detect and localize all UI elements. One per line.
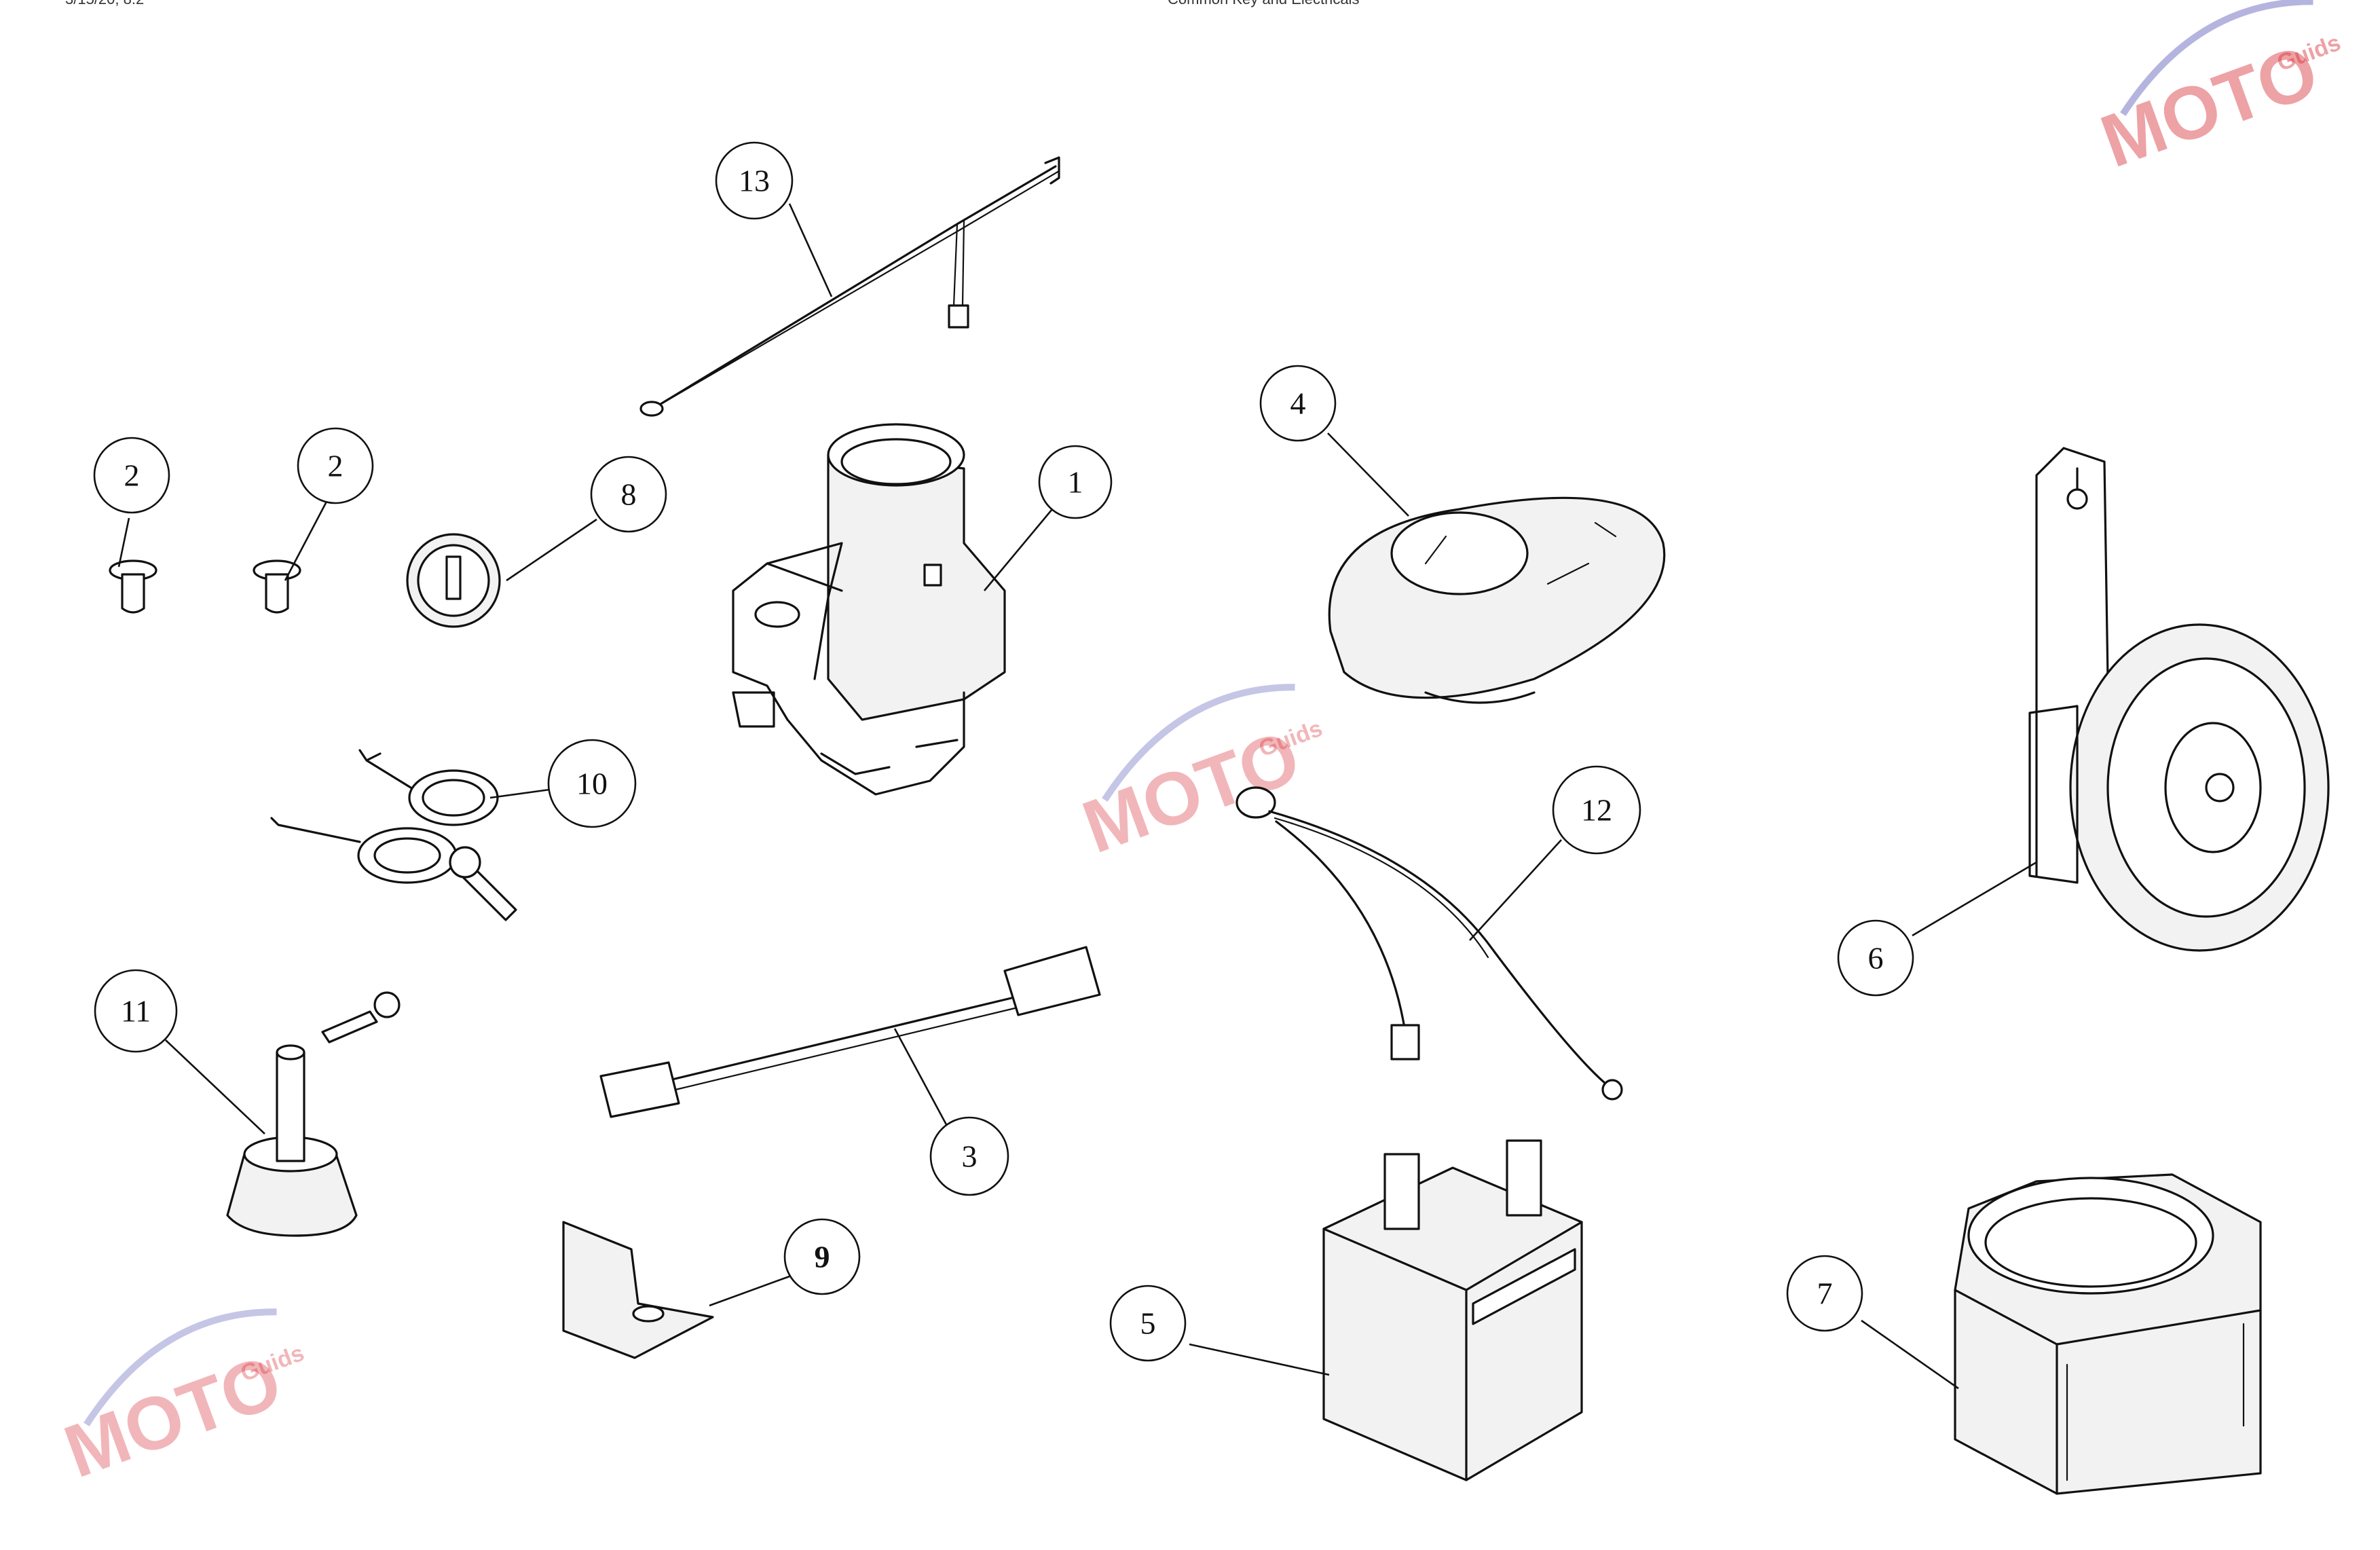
part-12-wire-lead	[1235, 786, 1623, 1101]
leader-1	[984, 509, 1053, 591]
leader-2b	[284, 500, 329, 581]
leader-10	[489, 788, 555, 799]
callout-13-label: 13	[739, 164, 770, 198]
callout-6: 6	[1837, 919, 1914, 997]
callout-4-label: 4	[1290, 386, 1306, 421]
callout-13: 13	[715, 141, 794, 220]
header-left: 3/15/20, 8:2	[65, 0, 144, 8]
leader-12	[1469, 839, 1562, 941]
part-8-lock-cylinder	[406, 533, 501, 628]
callout-10-label: 10	[576, 767, 608, 801]
part-5-relay	[1322, 1139, 1583, 1481]
leader-11	[165, 1039, 265, 1134]
callout-2b: 2	[297, 427, 374, 504]
callout-5-label: 5	[1140, 1306, 1156, 1341]
leader-13	[788, 203, 833, 297]
leader-7	[1861, 1319, 1959, 1390]
callout-6-label: 6	[1868, 941, 1884, 976]
callout-7: 7	[1786, 1255, 1863, 1332]
leader-9	[709, 1275, 790, 1307]
header-title: Common Key and Electricals	[1168, 0, 1359, 8]
callout-1-label: 1	[1068, 465, 1083, 500]
callout-3-label: 3	[962, 1139, 978, 1174]
part-3-connector-cable	[599, 946, 1101, 1118]
leader-6	[1912, 861, 2037, 937]
callout-11-label: 11	[121, 994, 151, 1029]
leader-3	[893, 1028, 954, 1138]
part-7-rubber-boot	[1954, 1173, 2262, 1495]
part-13-wire-harness	[639, 156, 1060, 417]
part-1-ignition-switch	[732, 423, 1006, 796]
part-11-rubber-cap	[226, 991, 401, 1237]
callout-2a: 2	[93, 437, 170, 514]
callout-8-label: 8	[621, 477, 637, 512]
leader-4	[1327, 432, 1409, 517]
part-6-horn	[2028, 447, 2330, 952]
callout-10: 10	[547, 739, 637, 828]
callout-12-label: 12	[1581, 793, 1612, 828]
leader-lines	[117, 203, 2037, 1390]
leader-5	[1189, 1343, 1330, 1376]
part-2-screw-right	[253, 559, 301, 614]
callout-7-label: 7	[1817, 1276, 1833, 1311]
callout-8: 8	[590, 456, 667, 533]
callout-9-label: 9	[815, 1240, 830, 1274]
part-2-screw-left	[109, 559, 157, 614]
leader-2a	[117, 517, 130, 568]
part-10-keys	[270, 749, 517, 921]
watermark-top-right: MOTO Guids	[2091, 0, 2344, 183]
part-4-fuel-cap	[1328, 496, 1666, 704]
callout-2b-label: 2	[328, 449, 343, 483]
callout-4: 4	[1259, 365, 1337, 442]
callout-2a-label: 2	[124, 458, 140, 493]
callout-12: 12	[1552, 765, 1641, 855]
watermark-bottom-left: MOTO Guids	[54, 1308, 308, 1494]
callout-1: 1	[1038, 445, 1113, 519]
part-9-bracket	[562, 1221, 714, 1359]
leader-8	[506, 518, 597, 582]
callout-3: 3	[929, 1116, 1009, 1196]
callout-5: 5	[1109, 1285, 1187, 1362]
callout-11: 11	[94, 969, 178, 1053]
callout-9: 9	[783, 1218, 861, 1295]
